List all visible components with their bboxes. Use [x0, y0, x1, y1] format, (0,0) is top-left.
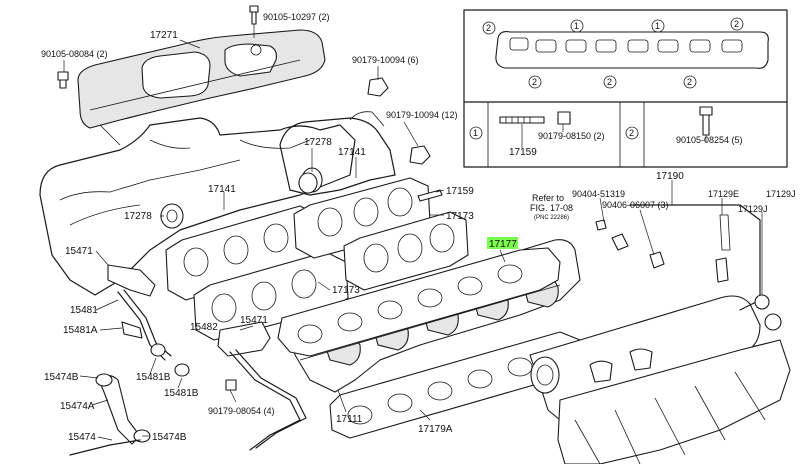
inset-callout-1b: 1 [655, 21, 660, 31]
label-17159-a: 17159 [446, 186, 474, 197]
part-labels: 90105-10297 (2) 17271 90105-08084 (2) 90… [41, 12, 796, 443]
label-17278-a: 17278 [304, 137, 332, 148]
pipe-15482 [217, 321, 307, 451]
inset-callout-2e: 2 [687, 77, 692, 87]
label-15481: 15481 [70, 305, 98, 316]
inset-callouts: 2 1 1 2 2 2 2 1 2 [469, 17, 744, 140]
plug-17129J [754, 294, 782, 331]
label-17129E: 17129E [708, 189, 739, 199]
label-90406-06007: 90406-06007 (3) [602, 200, 669, 210]
inset-callout-2c: 2 [532, 77, 537, 87]
stud-17159 [417, 189, 443, 202]
inset-nut-90179 [557, 111, 571, 132]
intake-plenum-17190 [529, 295, 791, 464]
label-15481B-a: 15481B [136, 372, 171, 383]
label-17129J-a: 17129J [738, 204, 768, 214]
gasket-17173-right [343, 211, 469, 291]
label-17177: 17177 [489, 239, 517, 250]
gasket-17278-right [298, 172, 318, 194]
inset-callout-1c: 1 [473, 128, 478, 138]
label-90179-08054: 90179-08054 (4) [208, 406, 275, 416]
nut-90179-10094-12 [409, 145, 431, 165]
inset-intake-gasket [495, 31, 769, 69]
plenum-stay-right [629, 204, 761, 311]
bolt-90105-10297 [249, 5, 259, 25]
label-refer-to: Refer to [532, 193, 564, 203]
label-15474: 15474 [68, 432, 96, 443]
label-17111: 17111 [336, 414, 363, 425]
label-90105-08084: 90105-08084 (2) [41, 49, 108, 59]
label-17190: 17190 [656, 171, 684, 182]
label-90179-10094-6: 90179-10094 (6) [352, 55, 419, 65]
label-15474A: 15474A [60, 401, 95, 412]
label-17173-b: 17173 [332, 285, 360, 296]
label-15474B-b: 15474B [152, 432, 187, 443]
label-17278-b: 17278 [124, 211, 152, 222]
label-90105-10297: 90105-10297 (2) [263, 12, 330, 22]
label-90105-08254: 90105-08254 (5) [676, 135, 743, 145]
label-17129J-b: 17129J [766, 189, 796, 199]
nut-90179-08054 [225, 379, 237, 391]
label-17159-inset: 17159 [509, 147, 537, 158]
label-15471-a: 15471 [65, 246, 93, 257]
inset-callout-2f: 2 [629, 128, 634, 138]
bolt-90105-08084 [57, 71, 69, 89]
clamp-15481B [150, 343, 190, 377]
label-17179A: 17179A [418, 424, 453, 435]
label-17271: 17271 [150, 30, 178, 41]
engine-block-outline [39, 117, 356, 296]
label-17141-b: 17141 [208, 184, 236, 195]
label-90179-08150: 90179-08150 (2) [538, 131, 605, 141]
intake-gasket-17177 [277, 247, 561, 357]
label-15481A: 15481A [63, 325, 98, 336]
engine-cover-17271 [77, 29, 326, 146]
nut-90179-10094-6 [367, 77, 389, 97]
gasket-17278-left [160, 203, 184, 229]
gasket-inset-box: 2 1 1 2 2 2 2 1 2 [463, 9, 788, 168]
inset-callout-2a: 2 [486, 23, 491, 33]
inset-bolt-90105 [699, 106, 713, 142]
label-17173-a: 17173 [446, 211, 474, 222]
label-90179-10094-12: 90179-10094 (12) [386, 110, 458, 120]
label-fig-17-08: FIG. 17-08 [530, 203, 573, 213]
label-17141-a: 17141 [338, 147, 366, 158]
label-90404-51319: 90404-51319 [572, 189, 625, 199]
leader-lines [63, 24, 763, 441]
label-15474B-a: 15474B [44, 372, 79, 383]
inset-callout-2d: 2 [607, 77, 612, 87]
label-15481B-b: 15481B [164, 388, 199, 399]
hose-15481A [121, 321, 143, 339]
highlight-17177 [487, 237, 518, 249]
label-15482: 15482 [190, 322, 218, 333]
label-15471-b: 15471 [240, 315, 268, 326]
clamp-15474B [95, 373, 151, 443]
pipe-15474 [69, 439, 141, 456]
inset-callout-2b: 2 [734, 19, 739, 29]
inset-callout-1a: 1 [574, 21, 579, 31]
inset-stud-17159 [499, 116, 545, 148]
bolts-90404-90406 [595, 219, 665, 269]
label-pnc: (PNC 22286) [534, 215, 569, 221]
